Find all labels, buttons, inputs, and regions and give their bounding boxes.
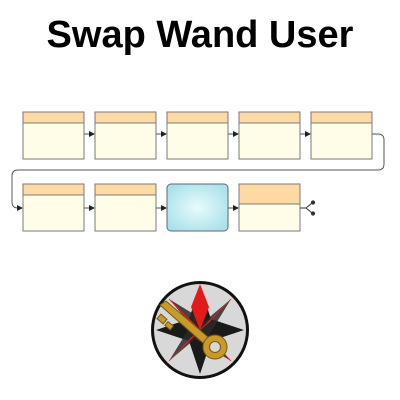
card-branch[interactable] [238,183,301,232]
page-title: Swap Wand User [46,14,354,56]
card-7[interactable] [94,183,157,232]
branch-fork-icon [300,200,316,216]
key-compass-icon[interactable] [151,281,249,379]
card-4[interactable] [238,111,301,160]
card-3[interactable] [166,111,229,160]
card-1[interactable] [22,111,85,160]
card-2[interactable] [94,111,157,160]
highlighted-card[interactable] [166,183,229,232]
card-6[interactable] [22,183,85,232]
wrap-connector [11,133,385,211]
card-5[interactable] [310,111,373,160]
